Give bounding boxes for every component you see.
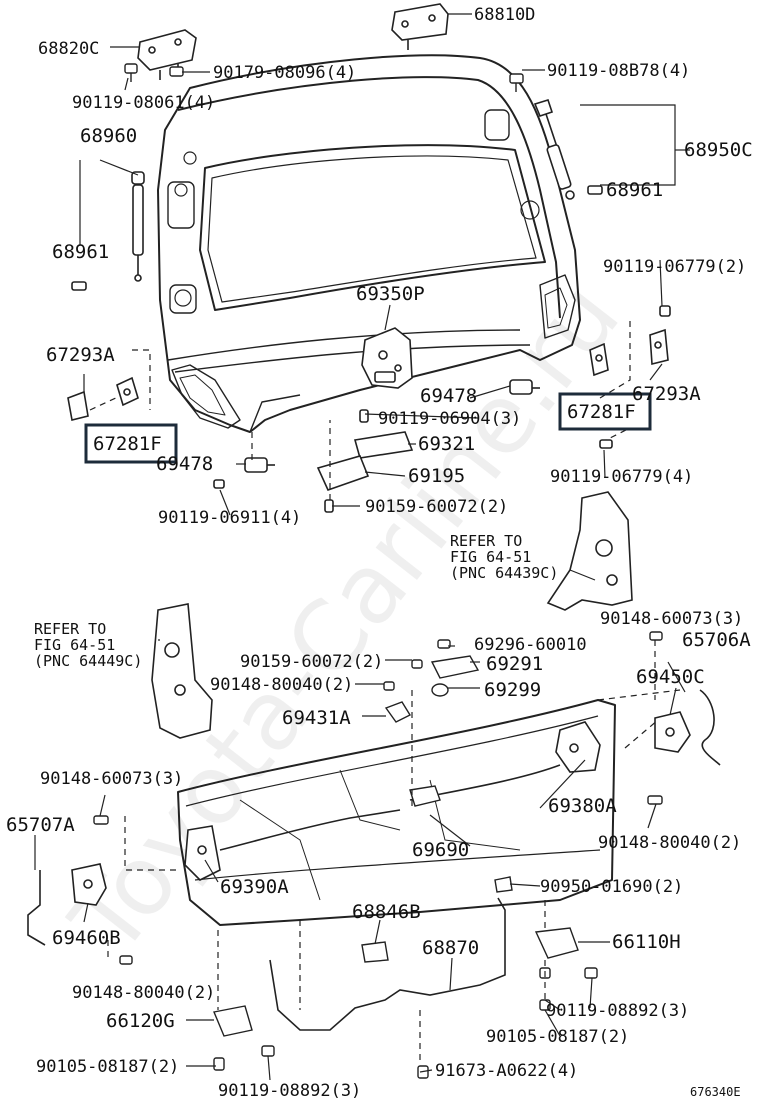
part-label: 69296-60010 [474,635,587,655]
part-label: 68810D [474,5,535,25]
reference-note-left: REFER TO FIG 64-51 (PNC 64449C) [34,620,142,670]
gas-strut-right [533,99,603,200]
part-label: 69321 [418,433,475,455]
part-label: 69390A [220,876,289,898]
hinge-68810D [391,3,449,50]
lock-control-69460B [71,863,107,906]
leader-lines [34,13,690,1081]
part-label: 90179-08096(4) [213,63,356,83]
door-lock-69380A [555,721,601,773]
watermark: Toyota-Carline.ru [49,261,641,975]
reference-line: FIG 64-51 [450,548,531,566]
part-label: 90105-08187(2) [486,1027,629,1047]
part-label: 68846B [352,901,421,923]
reference-line: FIG 64-51 [34,636,115,654]
cushion-parts [67,305,671,513]
cables [27,689,721,1031]
part-label: 68950C [684,139,753,161]
part-label: 69299 [484,679,541,701]
reference-line: REFER TO [450,532,522,550]
highlight-box-left [84,423,178,464]
part-label: 90148-80040(2) [72,983,215,1003]
part-label: 90119-06904(3) [378,409,521,429]
door-lock-69390A [184,825,221,881]
reference-line: (PNC 64439C) [450,564,558,582]
reference-line: REFER TO [34,620,106,638]
part-label: 90119-08892(3) [546,1001,689,1021]
part-label: 69380A [548,795,617,817]
part-label: 90119-08061(4) [72,93,215,113]
part-label: 90119-06911(4) [158,508,301,528]
side-trim-right [546,491,633,611]
back-door-inner-panel [177,699,616,926]
part-label: 67281F [567,401,636,423]
part-label: 90119-06779(4) [550,467,693,487]
part-label: 90119-08892(3) [218,1081,361,1101]
back-door-panel [157,54,581,433]
part-label: 90148-80040(2) [210,675,353,695]
part-label: 69350P [356,283,425,305]
dashed-leaders [89,320,681,1065]
lock-control-69450C [654,711,691,753]
part-label: 68961 [52,241,109,263]
part-label: 90148-60073(3) [40,769,183,789]
lock-69350P [361,327,413,389]
part-label: 68961 [606,179,663,201]
bolt-icons-top [124,63,524,92]
part-label: 69450C [636,666,705,688]
part-label: 69690 [412,839,469,861]
part-label: 90159-60072(2) [240,652,383,672]
part-label: 90950-01690(2) [540,877,683,897]
part-label: 90148-80040(2) [598,833,741,853]
part-label: 90119-08B78(4) [547,61,690,81]
part-label: 69460B [52,927,121,949]
part-label: 69478 [420,385,477,407]
part-label: 90105-08187(2) [36,1057,179,1077]
part-label: 69478 [156,453,213,475]
part-label: 67293A [46,344,115,366]
highlight-box-right [558,392,652,431]
part-label: 65707A [6,814,75,836]
reference-note-right: REFER TO FIG 64-51 (PNC 64439C) [450,532,558,582]
part-label: 68960 [80,125,137,147]
part-label: 66110H [612,931,681,953]
part-label: 67293A [632,383,701,405]
part-label: 68870 [422,937,479,959]
part-label: 65706A [682,629,751,651]
mid-fasteners [93,631,663,1079]
part-label: 69195 [408,465,465,487]
side-trim-left [151,603,213,739]
part-label: 90159-60072(2) [365,497,508,517]
part-label: 66120G [106,1010,175,1032]
gas-strut-left [71,171,145,291]
diagram-code: 676340E [690,1085,741,1099]
reference-line: (PNC 64449C) [34,652,142,670]
part-label: 69431A [282,707,351,729]
part-labels: 68810D 68820C 90179-08096(4) 90119-08061… [6,5,753,1101]
part-label: 90119-06779(2) [603,257,746,277]
part-label: 90148-60073(3) [600,609,743,629]
part-label: 69291 [486,653,543,675]
part-label: 67281F [93,433,162,455]
part-label: 68820C [38,39,99,59]
part-label: 91673-A0622(4) [435,1061,578,1081]
